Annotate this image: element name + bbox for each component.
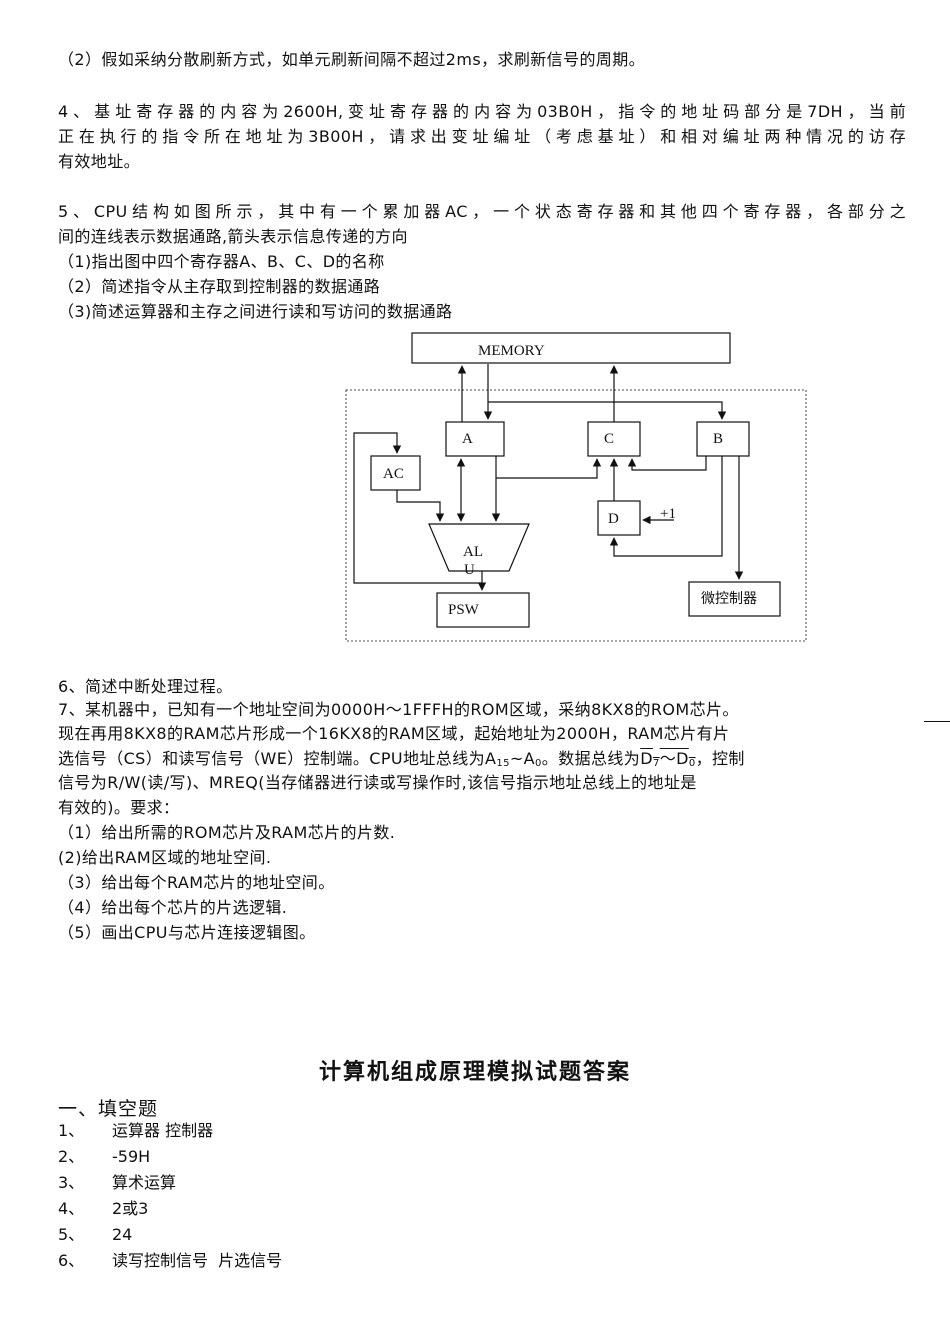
q7-a15-sub: 15 — [496, 758, 510, 769]
answer-item: 1、 运算器 控制器 — [58, 1119, 213, 1143]
answer-item: 2、 -59H — [58, 1145, 150, 1169]
q7-d0-sub: 0 — [688, 758, 696, 769]
micro-controller-label: 微控制器 — [701, 591, 757, 607]
q7-data-bus: D7～D0 — [640, 749, 696, 769]
answers-title: 计算机组成原理模拟试题答案 — [318, 1059, 631, 1085]
register-d-box — [597, 500, 641, 536]
answers-section-fill-in: 一、填空题 — [58, 1098, 159, 1120]
q7-part2: (2)给出RAM区域的地址空间. — [58, 848, 272, 867]
q7-line2: 现在再用8KX8的RAM芯片形成一个16KX8的RAM区域，起始地址为2000H… — [58, 724, 730, 743]
q7-line3: 选信号（CS）和读写信号（WE）控制端。CPU地址总线为A15~A0。数据总线为… — [58, 747, 745, 776]
margin-rule — [924, 721, 950, 722]
q7-line3-a: 选信号（CS）和读写信号（WE）控制端。CPU地址总线为A — [58, 749, 497, 768]
answer-number: 1、 — [58, 1121, 85, 1140]
psw-label: PSW — [448, 602, 480, 618]
q7-line3-c: ，控制 — [695, 749, 745, 768]
q5-line1: 5、CPU结构如图所示，其中有一个累加器AC，一个状态寄存器和其他四个寄存器，各… — [58, 202, 906, 221]
cpu-boundary — [345, 389, 807, 642]
alu-shape — [428, 523, 530, 572]
answer-text: -59H — [112, 1147, 151, 1166]
q7-line4: 信号为R/W(读/写)、MREQ(当存储器进行读或写操作时,该信号指示地址总线上… — [58, 773, 697, 792]
q6-text: 6、简述中断处理过程。 — [58, 677, 233, 696]
answer-text: 运算器 控制器 — [112, 1121, 214, 1140]
q7-part4: （4）给出每个芯片的片选逻辑. — [58, 898, 288, 917]
ac-label: AC — [383, 466, 404, 482]
q4-line1: 4、基址寄存器的内容为2600H,变址寄存器的内容为03B0H，指令的地址码部分… — [58, 102, 906, 121]
register-b-box — [696, 421, 750, 457]
q5-part2: （2）简述指令从主存取到控制器的数据通路 — [58, 277, 381, 296]
register-d-label: D — [608, 511, 619, 527]
q7-d7: D — [640, 749, 653, 768]
q7-part1: （1）给出所需的ROM芯片及RAM芯片的片数. — [58, 823, 396, 842]
q7-part3: （3）给出每个RAM芯片的地址空间。 — [58, 873, 335, 892]
q7-line1: 7、某机器中，已知有一个地址空间为0000H～1FFFH的ROM区域，采纳8KX… — [58, 700, 739, 719]
answer-text: 读写控制信号 片选信号 — [112, 1251, 283, 1270]
alu-label-line1: AL — [463, 544, 483, 560]
q5-part1: （1)指出图中四个寄存器A、B、C、D的名称 — [58, 252, 385, 271]
answer-number: 5、 — [58, 1225, 85, 1244]
answer-item: 3、 算术运算 — [58, 1171, 176, 1195]
register-a-box — [445, 421, 505, 457]
q7-a0-sub: 0 — [535, 758, 542, 769]
q7-d7-sub: 7 — [652, 758, 660, 769]
alu-label-line2: U — [464, 562, 475, 578]
q5-line2: 间的连线表示数据通路,箭头表示信息传递的方向 — [58, 227, 408, 246]
q7-tilde: ~A — [509, 749, 536, 768]
memory-label: MEMORY — [478, 343, 545, 359]
answer-number: 4、 — [58, 1199, 85, 1218]
answer-number: 3、 — [58, 1173, 85, 1192]
answer-text: 24 — [112, 1225, 133, 1244]
micro-controller-box — [688, 581, 781, 617]
q7-line5: 有效的)。要求： — [58, 798, 180, 817]
register-c-label: C — [604, 431, 614, 447]
plus-one-label: +1 — [660, 506, 676, 522]
q7-d-sep: ～D — [659, 749, 689, 768]
cpu-structure-diagram: MEMORY A C B AC D +1 AL U PSW 微控制器 — [345, 332, 807, 642]
register-a-label: A — [462, 431, 473, 447]
answer-number: 2、 — [58, 1147, 85, 1166]
answer-item: 6、 读写控制信号 片选信号 — [58, 1249, 282, 1273]
q7-line3-b: 。数据总线为 — [541, 749, 641, 768]
answer-number: 6、 — [58, 1251, 85, 1270]
answer-item: 5、 24 — [58, 1223, 132, 1247]
ac-box — [370, 455, 421, 491]
answer-text: 算术运算 — [112, 1173, 177, 1192]
q3-part2-text: （2）假如采纳分散刷新方式，如单元刷新间隔不超过2ms，求刷新信号的周期。 — [58, 50, 646, 69]
memory-box — [411, 332, 731, 364]
psw-box — [436, 592, 530, 628]
answer-item: 4、 2或3 — [58, 1197, 148, 1221]
register-b-label: B — [713, 431, 723, 447]
q4-line2: 正在执行的指令所在地址为3B00H，请求出变址编址（考虑基址）和相对编址两种情况… — [58, 127, 906, 146]
answer-text: 2或3 — [112, 1199, 149, 1218]
q4-line3: 有效地址。 — [58, 152, 141, 171]
q7-part5: （5）画出CPU与芯片连接逻辑图。 — [58, 923, 316, 942]
q5-part3: （3)简述运算器和主存之间进行读和写访问的数据通路 — [58, 302, 453, 321]
